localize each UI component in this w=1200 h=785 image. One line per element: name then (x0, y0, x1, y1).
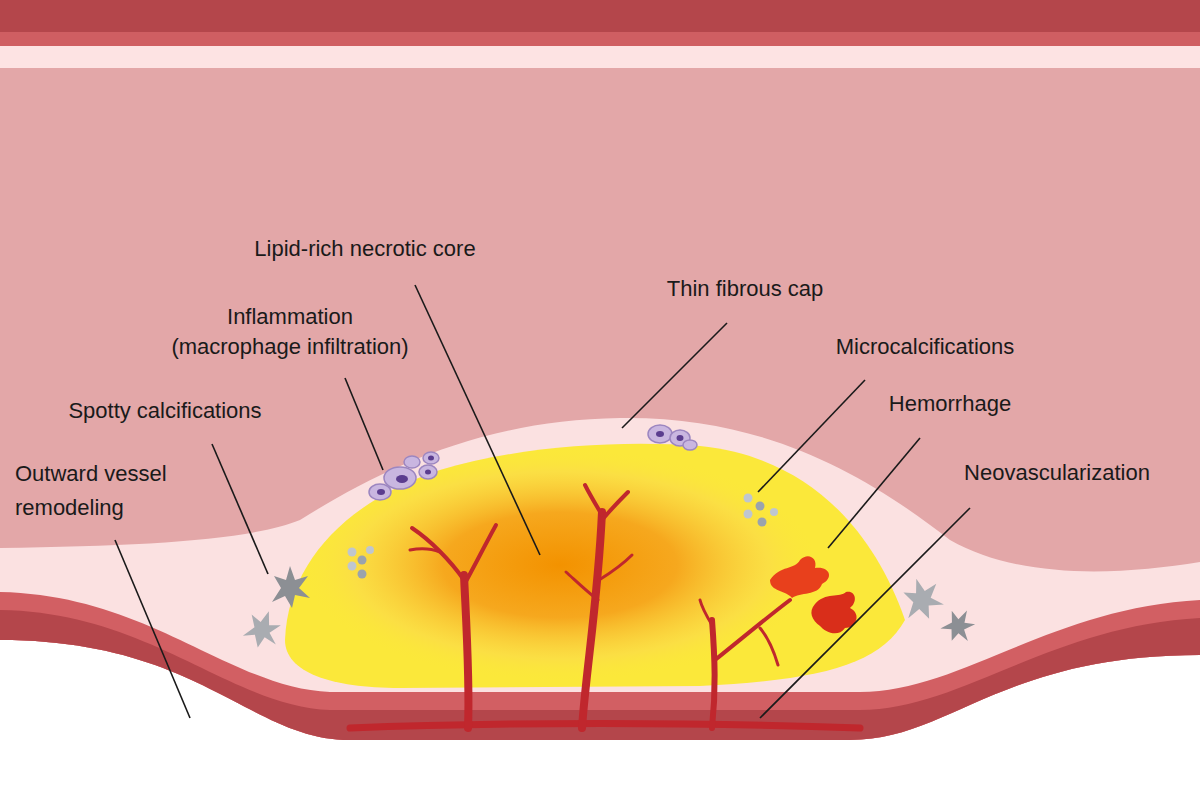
core-label: Lipid-rich necrotic core (215, 234, 515, 264)
microcalcification-label: Microcalcifications (795, 332, 1055, 362)
hemorrhage (770, 556, 857, 633)
top-wall-outer (0, 0, 1200, 32)
microcalcifications (348, 494, 779, 579)
top-wall-media (0, 32, 1200, 46)
spotty-calcifications (241, 566, 981, 653)
intima (0, 418, 1200, 740)
calcification-label: Spotty calcifications (35, 396, 295, 426)
neovascularization-label: Neovascularization (927, 458, 1187, 488)
neovessels (350, 485, 860, 728)
cap-label: Thin fibrous cap (625, 274, 865, 304)
hemorrhage-label: Hemorrhage (850, 389, 1050, 419)
macrophages (369, 425, 697, 500)
inflammation-label: Inflammation (macrophage infiltration) (166, 302, 414, 362)
top-wall-intima (0, 46, 1200, 68)
remodeling-label: Outward vessel remodeling (15, 457, 215, 525)
